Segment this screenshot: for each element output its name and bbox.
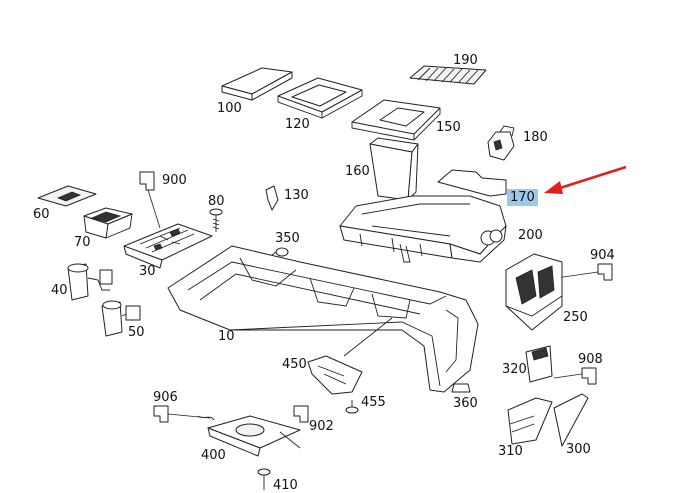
part-904-connector[interactable] (555, 263, 613, 281)
part-160-storage-tray[interactable] (369, 137, 419, 201)
callout-60: 60 (33, 207, 50, 222)
part-190-roller-cover[interactable] (409, 65, 487, 85)
callout-arrow-icon (544, 165, 627, 194)
callout-160: 160 (345, 164, 370, 179)
part-100-armrest-lid[interactable] (221, 67, 293, 101)
callout-200: 200 (518, 228, 543, 243)
callout-908: 908 (578, 352, 603, 367)
part-906-connector[interactable] (153, 405, 211, 423)
callout-400: 400 (201, 448, 226, 463)
callout-170-highlighted: 170 (507, 189, 538, 206)
part-200-armrest-housing[interactable] (339, 195, 507, 263)
callout-360: 360 (453, 396, 478, 411)
part-320-socket[interactable] (525, 345, 553, 383)
callout-455: 455 (361, 395, 386, 410)
part-10-center-console[interactable] (167, 245, 479, 393)
part-150-bezel[interactable] (351, 99, 441, 141)
callout-100: 100 (217, 101, 242, 116)
callout-250: 250 (563, 310, 588, 325)
callout-10: 10 (218, 329, 235, 344)
callout-300: 300 (566, 442, 591, 457)
callout-180: 180 (523, 130, 548, 145)
callout-190: 190 (453, 53, 478, 68)
callout-350: 350 (275, 231, 300, 246)
callout-50: 50 (128, 325, 145, 340)
callout-410: 410 (273, 478, 298, 493)
part-40-usb-socket[interactable] (67, 263, 113, 301)
part-300-cover-panel[interactable] (553, 393, 589, 447)
part-310-trim-panel[interactable] (507, 397, 553, 445)
part-120-trim-frame[interactable] (277, 77, 363, 119)
callout-130: 130 (284, 188, 309, 203)
part-60-liner-mat[interactable] (37, 185, 97, 207)
part-30-control-module[interactable] (123, 223, 213, 269)
part-70-storage-tray[interactable] (83, 207, 133, 239)
callout-70: 70 (74, 235, 91, 250)
callout-80: 80 (208, 194, 225, 209)
callout-902: 902 (309, 419, 334, 434)
part-908-connector[interactable] (553, 367, 597, 385)
callout-150: 150 (436, 120, 461, 135)
callout-30: 30 (139, 264, 156, 279)
part-80-bolt[interactable] (209, 208, 223, 232)
part-360-clip[interactable] (451, 383, 471, 393)
callout-120: 120 (285, 117, 310, 132)
part-250-rear-air-vent[interactable] (505, 253, 563, 331)
part-50-socket[interactable] (101, 300, 141, 337)
part-180-switch[interactable] (487, 125, 515, 161)
part-450-bracket[interactable] (307, 355, 363, 395)
part-455-screw[interactable] (345, 400, 359, 414)
callout-900: 900 (162, 173, 187, 188)
callout-906: 906 (153, 390, 178, 405)
part-902-connector[interactable] (293, 405, 309, 423)
callout-904: 904 (590, 248, 615, 263)
part-170-liner-mat[interactable] (437, 169, 507, 197)
callout-320: 320 (502, 362, 527, 377)
callout-40: 40 (51, 283, 68, 298)
part-400-charging-module[interactable] (197, 415, 301, 457)
part-130-clip[interactable] (265, 185, 279, 211)
callout-310: 310 (498, 444, 523, 459)
callout-450: 450 (282, 357, 307, 372)
part-900-connector[interactable] (139, 171, 161, 229)
part-410-screw[interactable] (257, 468, 271, 490)
